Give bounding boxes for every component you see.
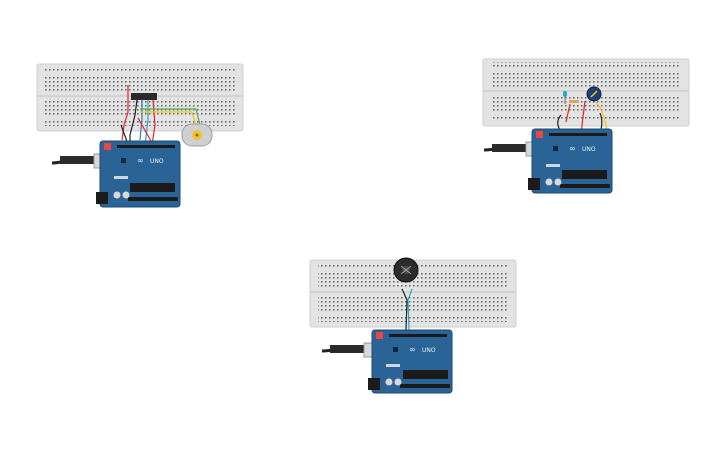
board-label: UNO	[422, 347, 436, 354]
arduino-uno-board[interactable]: ∞ UNO	[368, 329, 453, 394]
breadboard[interactable]	[482, 58, 690, 127]
dc-motor-icon[interactable]	[181, 123, 213, 147]
arduino-uno-board[interactable]: ∞ UNO	[528, 128, 613, 194]
board-label: UNO	[150, 158, 164, 165]
motor-driver-chip[interactable]	[131, 93, 157, 100]
resistor-icon[interactable]	[569, 100, 579, 103]
motor-circuit[interactable]: ∞ UNO	[36, 63, 244, 208]
board-logo: ∞	[569, 144, 576, 153]
wires[interactable]	[557, 100, 609, 191]
led-icon[interactable]	[563, 91, 567, 104]
wires[interactable]	[401, 288, 413, 331]
board-label: UNO	[582, 146, 596, 153]
potentiometer-circuit[interactable]: ∞ UNO	[482, 58, 690, 194]
board-logo: ∞	[137, 156, 144, 165]
board-logo: ∞	[409, 345, 416, 354]
buzzer-circuit[interactable]: ∞ UNO	[309, 257, 517, 394]
usb-cable[interactable]	[321, 342, 379, 358]
piezo-buzzer-icon[interactable]	[393, 257, 419, 283]
potentiometer-icon[interactable]	[586, 86, 602, 102]
arduino-uno-board[interactable]: ∞ UNO	[96, 140, 181, 208]
